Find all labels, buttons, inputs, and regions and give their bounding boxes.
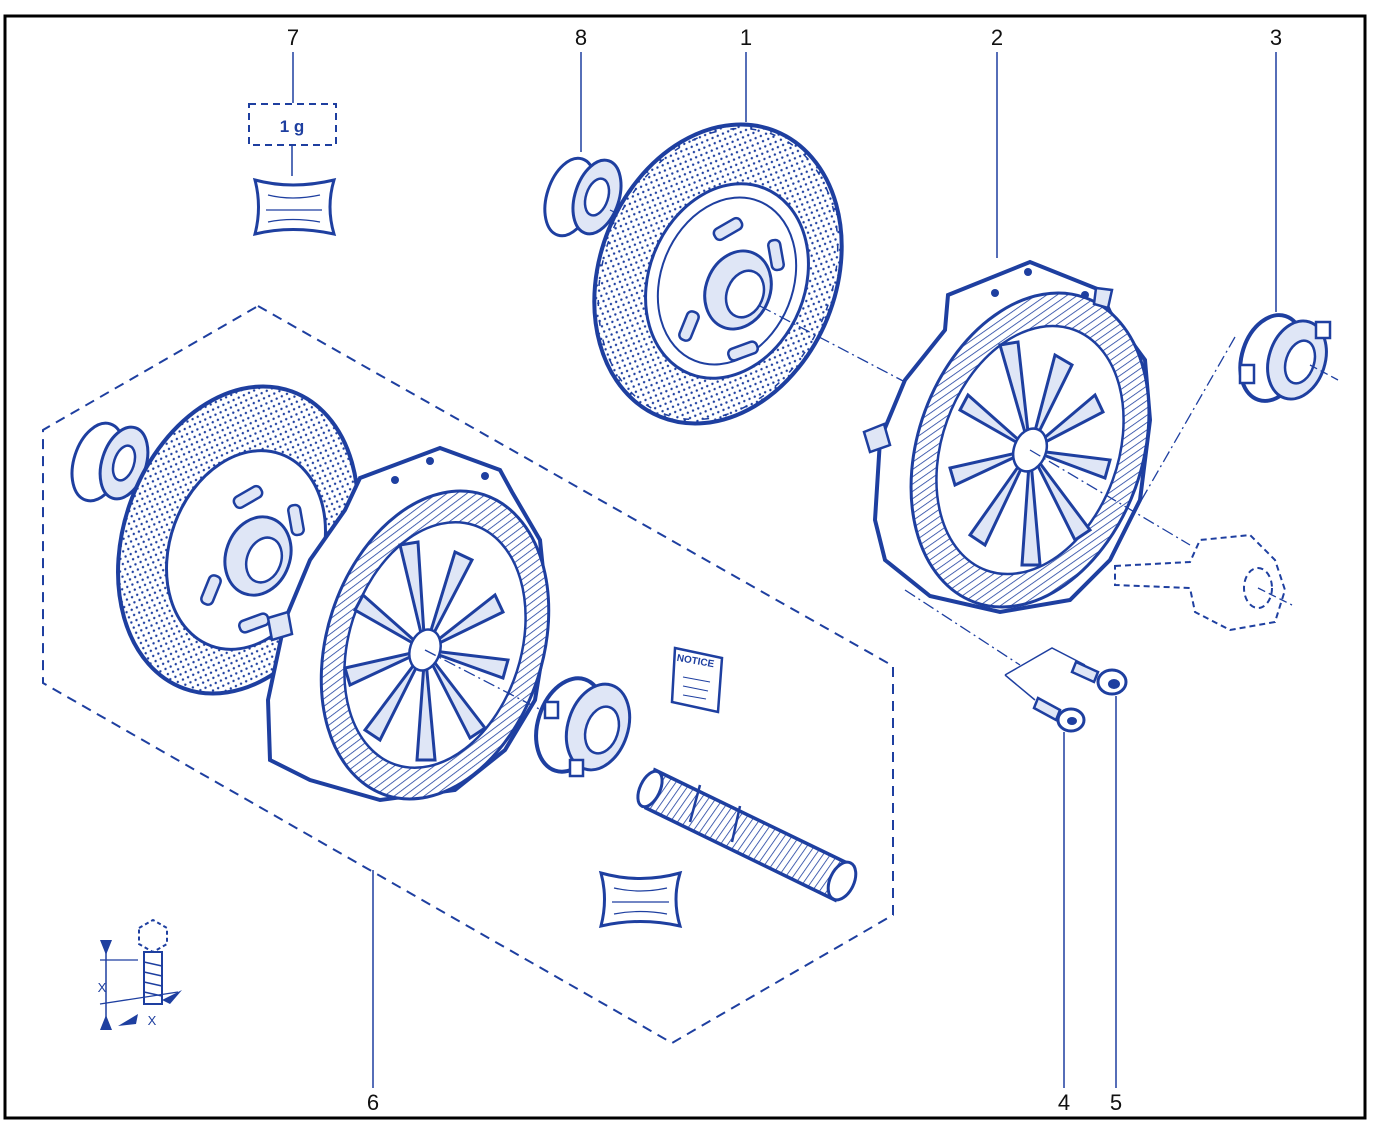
clutch-disc-part-1 bbox=[592, 122, 906, 426]
bolt-torque-symbol-icon: X X bbox=[98, 918, 182, 1030]
svg-text:7: 7 bbox=[287, 25, 299, 50]
kit-release-bearing bbox=[534, 676, 632, 778]
svg-text:8: 8 bbox=[575, 25, 587, 50]
release-bearing-part-3 bbox=[1129, 313, 1339, 521]
callout-6: 6 bbox=[367, 870, 379, 1115]
svg-text:4: 4 bbox=[1058, 1090, 1070, 1115]
grease-quantity-box: 1 g bbox=[248, 103, 337, 176]
callout-4: 4 bbox=[1058, 732, 1070, 1115]
kit-pilot-bearing bbox=[70, 421, 150, 503]
callout-7: 7 bbox=[287, 25, 299, 103]
svg-text:3: 3 bbox=[1270, 25, 1282, 50]
clutch-kit-part-6: NOTICE bbox=[42, 304, 894, 1045]
bolt-part-5 bbox=[1070, 660, 1128, 696]
kit-pressure-plate bbox=[265, 445, 551, 803]
svg-text:1 g: 1 g bbox=[280, 117, 305, 136]
svg-text:6: 6 bbox=[367, 1090, 379, 1115]
svg-text:1: 1 bbox=[740, 25, 752, 50]
callout-3: 3 bbox=[1270, 25, 1282, 312]
frame-border bbox=[3, 14, 1367, 1120]
callout-8: 8 bbox=[575, 25, 587, 152]
svg-text:5: 5 bbox=[1110, 1090, 1122, 1115]
notice-booklet-icon: NOTICE bbox=[670, 646, 724, 714]
svg-text:X: X bbox=[98, 980, 107, 995]
svg-text:2: 2 bbox=[991, 25, 1003, 50]
kit-grease-sachet-icon bbox=[598, 870, 683, 929]
pressure-plate-part-2 bbox=[862, 259, 1191, 615]
svg-text:X: X bbox=[148, 1013, 157, 1028]
callout-2: 2 bbox=[991, 25, 1003, 258]
release-fork-outline bbox=[1114, 533, 1293, 632]
kit-alignment-tool bbox=[636, 767, 858, 903]
callout-5: 5 bbox=[1110, 696, 1122, 1115]
bolt-part-4 bbox=[1032, 696, 1086, 733]
bolt-leader-lines bbox=[904, 589, 1086, 701]
kit-clutch-disc bbox=[116, 384, 360, 696]
grease-sachet-icon bbox=[252, 177, 337, 237]
callout-1: 1 bbox=[740, 25, 752, 122]
